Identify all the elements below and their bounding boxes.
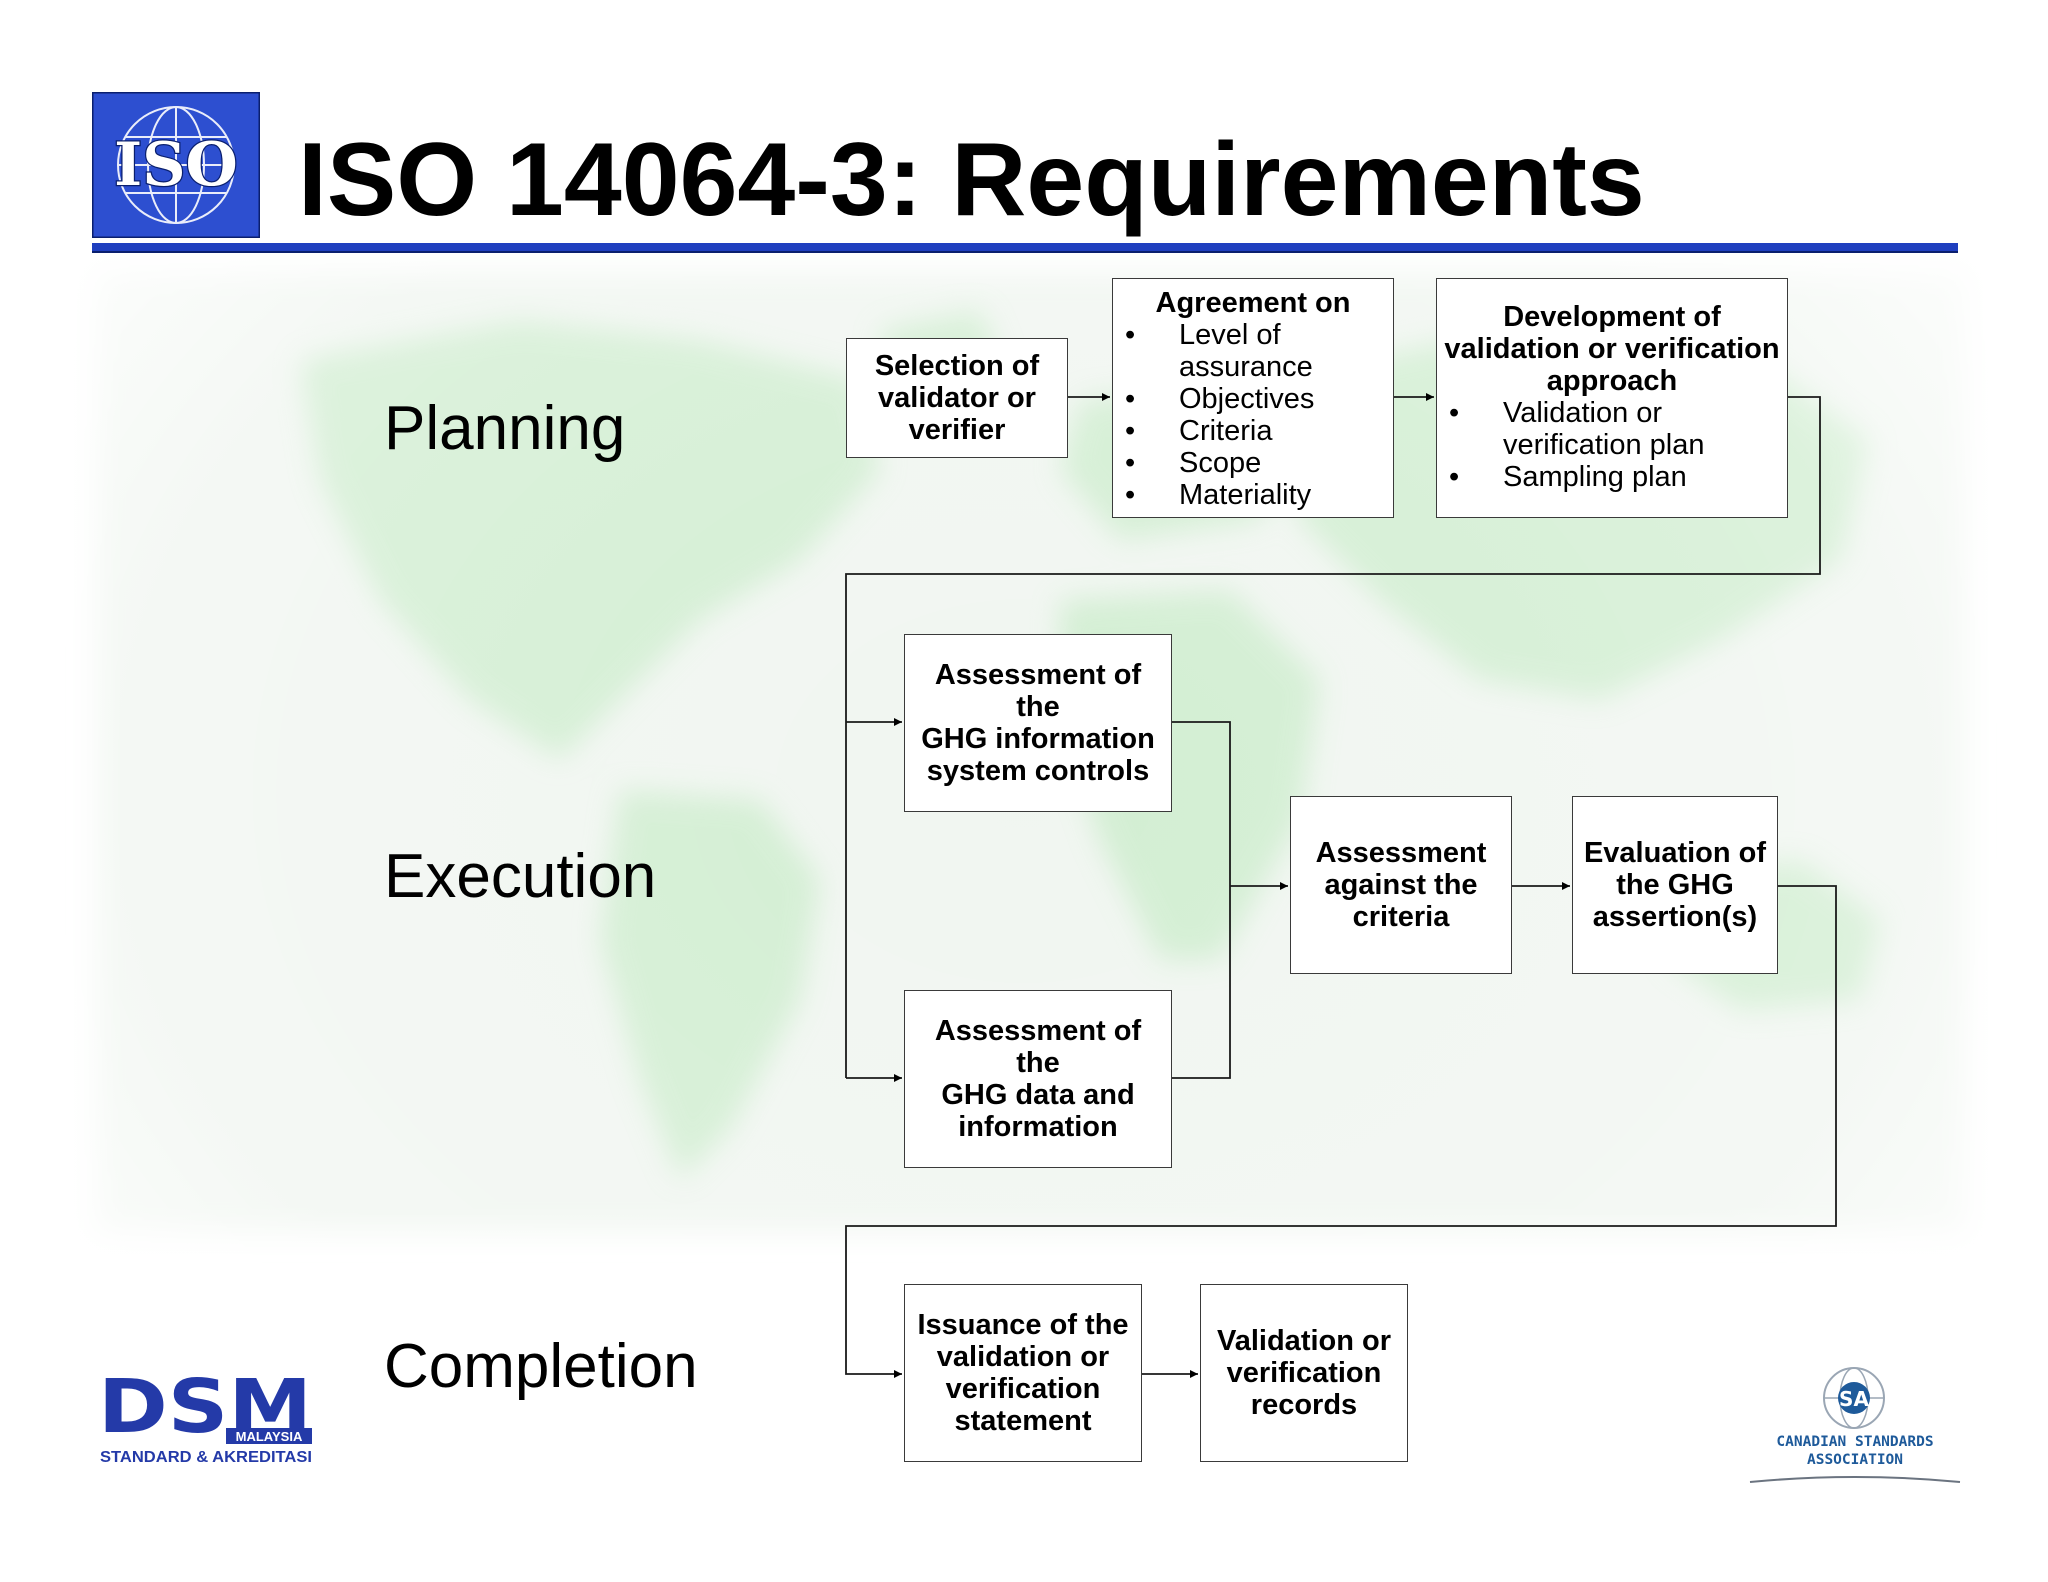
box-data-line: information xyxy=(958,1111,1118,1143)
box-evaluation-line: Evaluation of xyxy=(1583,837,1767,869)
box-criteria-line: Assessment xyxy=(1315,837,1487,869)
box-development-title-line: Development of xyxy=(1503,301,1721,333)
box-selection: Selection of validator or validator or v… xyxy=(846,338,1068,458)
box-evaluation: Evaluation of the GHG assertion(s) xyxy=(1572,796,1778,974)
agreement-bullet-line: Scope xyxy=(1179,447,1262,479)
phase-label-planning: Planning xyxy=(384,394,626,463)
box-development-title-line: validation or verification xyxy=(1444,333,1780,365)
csa-logo-mark: SA xyxy=(1839,1387,1869,1411)
connector-execution-to-completion xyxy=(845,885,1837,1378)
box-criteria-line: against the xyxy=(1324,869,1478,901)
title-underline-shadow xyxy=(92,251,1958,253)
agreement-bullet: Level of assurance xyxy=(1119,319,1387,383)
box-records-line: Validation or xyxy=(1216,1325,1392,1357)
box-data-line: GHG data and xyxy=(941,1079,1135,1111)
box-selection-line: Selection of xyxy=(874,350,1040,382)
box-agreement-title: Agreement on xyxy=(1155,287,1351,319)
title-underline xyxy=(92,243,1958,251)
development-bullet: Validation or verification plan xyxy=(1443,397,1781,461)
agreement-bullet: Objectives xyxy=(1119,383,1387,415)
development-bullet-line: Sampling plan xyxy=(1503,461,1687,493)
box-criteria-line: criteria xyxy=(1352,901,1450,933)
agreement-bullet-line: assurance xyxy=(1179,351,1313,383)
box-development-title-line: approach xyxy=(1546,365,1678,397)
box-issuance-line: statement xyxy=(954,1405,1092,1437)
box-issuance: Issuance of the validation or verificati… xyxy=(904,1284,1142,1462)
agreement-bullet: Scope xyxy=(1119,447,1387,479)
csa-globe-icon: SA xyxy=(1823,1367,1885,1429)
agreement-bullet: Materiality xyxy=(1119,479,1387,511)
box-issuance-line: Issuance of the xyxy=(917,1309,1129,1341)
agreement-bullet-list: Level of assurance Objectives Criteria S… xyxy=(1119,319,1387,511)
box-controls-line: GHG information xyxy=(921,723,1155,755)
box-controls-line: system controls xyxy=(926,755,1150,787)
box-development: Development of validation or verificatio… xyxy=(1436,278,1788,518)
box-controls-line: Assessment of the xyxy=(934,659,1142,723)
globe-icon xyxy=(117,106,235,224)
dsm-logo-tagline: STANDARD & AKREDITASI xyxy=(100,1449,312,1464)
box-evaluation-line: the GHG xyxy=(1616,869,1734,901)
agreement-bullet: Criteria xyxy=(1119,415,1387,447)
box-records: Validation or verification records xyxy=(1200,1284,1408,1462)
agreement-bullet-line: Criteria xyxy=(1179,415,1273,447)
box-selection-line: verifier xyxy=(908,414,1006,446)
agreement-bullet-line: Materiality xyxy=(1179,479,1312,511)
box-controls: Assessment of the GHG information system… xyxy=(904,634,1172,812)
connector-planning-to-execution xyxy=(845,396,1821,1078)
phase-label-completion: Completion xyxy=(384,1332,698,1401)
box-agreement: Agreement on Level of assurance Objectiv… xyxy=(1112,278,1394,518)
dsm-logo: DSM MALAYSIA STANDARD & AKREDITASI xyxy=(98,1372,312,1464)
box-records-line: records xyxy=(1250,1389,1358,1421)
box-evaluation-line: assertion(s) xyxy=(1592,901,1758,933)
development-bullet-line: verification plan xyxy=(1503,429,1705,461)
csa-logo-line1: CANADIAN STANDARDS xyxy=(1776,1434,1933,1450)
development-bullet: Sampling plan xyxy=(1443,461,1781,493)
csa-logo: SA CANADIAN STANDARDS ASSOCIATION xyxy=(1749,1367,1961,1483)
box-records-line: verification xyxy=(1226,1357,1382,1389)
development-bullet-list: Validation or verification plan Sampling… xyxy=(1443,397,1781,493)
csa-logo-line2: ASSOCIATION xyxy=(1807,1452,1903,1468)
iso-logo: ISO xyxy=(92,92,260,238)
phase-label-execution: Execution xyxy=(384,842,657,911)
box-issuance-line: validation or xyxy=(936,1341,1110,1373)
connector-controls-merge xyxy=(1170,721,1231,1079)
agreement-bullet-line: Level of xyxy=(1179,319,1281,351)
box-selection-line: validator or xyxy=(878,382,1036,414)
box-criteria: Assessment against the criteria xyxy=(1290,796,1512,974)
dsm-logo-country: MALAYSIA xyxy=(236,1429,303,1444)
iso-logo-text: ISO xyxy=(114,130,238,200)
box-issuance-line: verification xyxy=(945,1373,1101,1405)
slide-title: ISO 14064-3: Requirements xyxy=(298,122,1645,238)
box-data-line: Assessment of the xyxy=(934,1015,1142,1079)
agreement-bullet-line: Objectives xyxy=(1179,383,1315,415)
box-data: Assessment of the GHG data and informati… xyxy=(904,990,1172,1168)
development-bullet-line: Validation or xyxy=(1503,397,1663,429)
